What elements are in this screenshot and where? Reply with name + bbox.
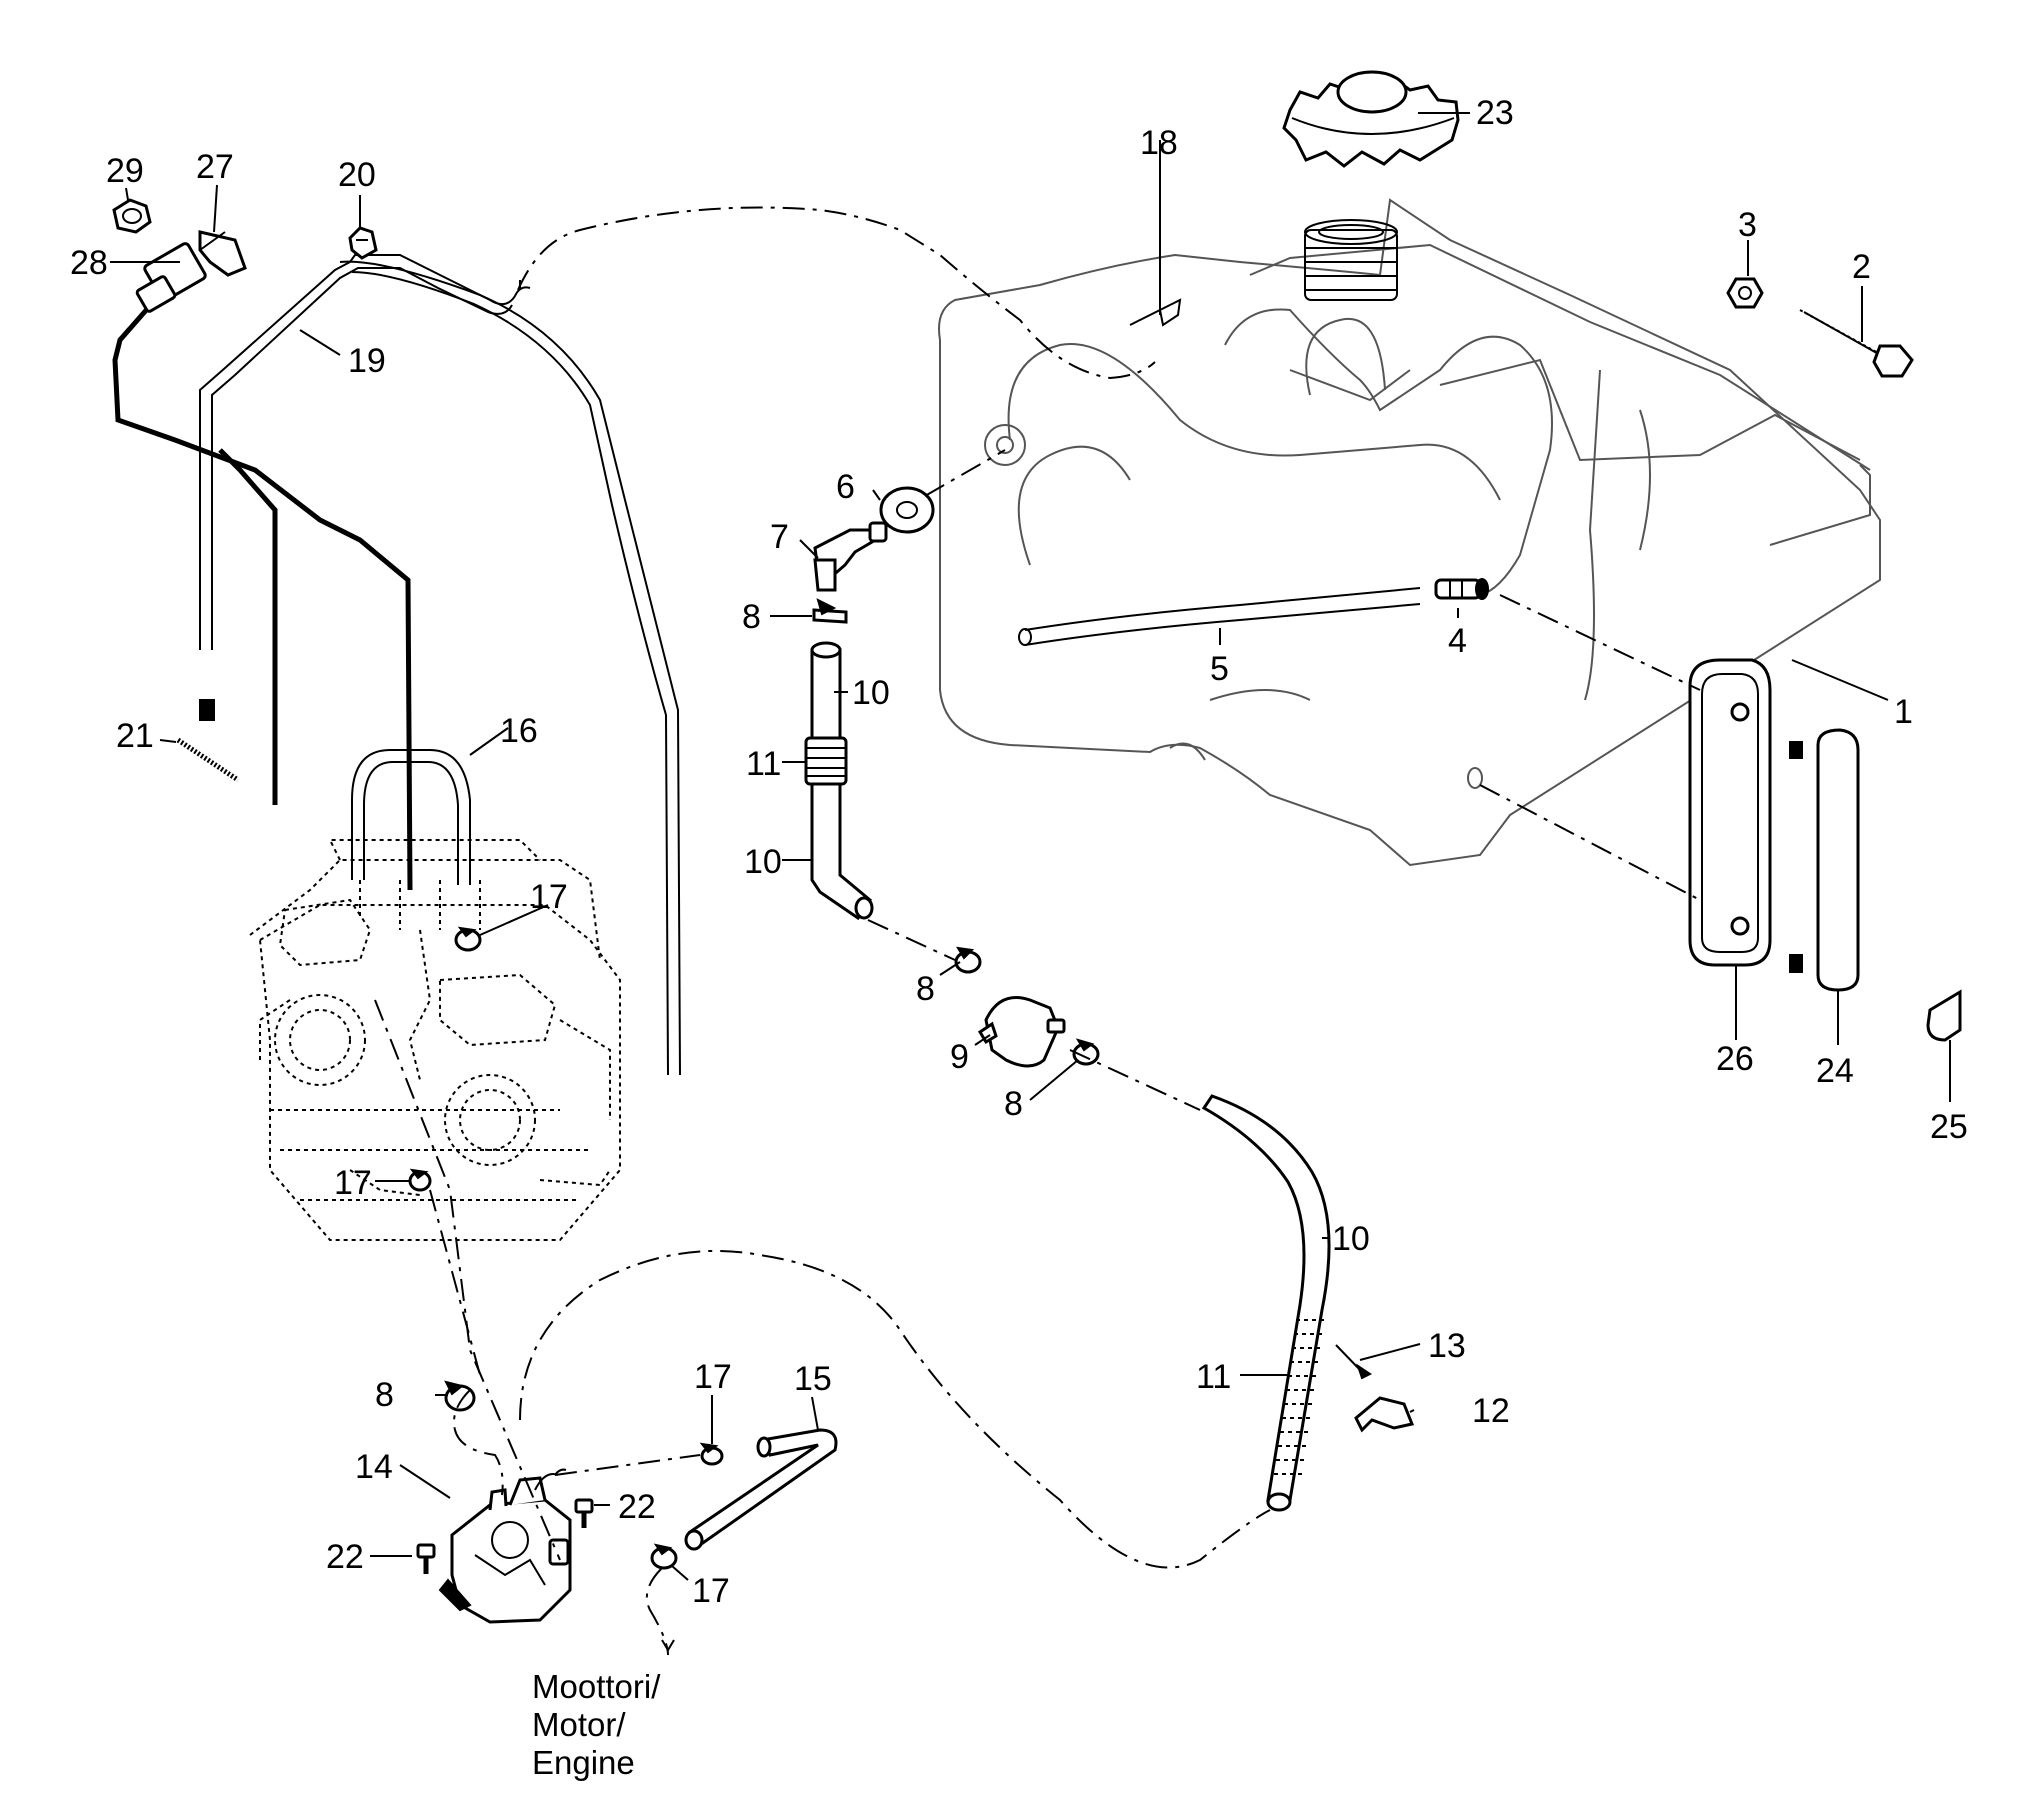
engine-label-line-3: Engine <box>532 1744 635 1781</box>
engine-destination-label: Moottori/ Motor/ Engine <box>532 1668 661 1781</box>
callout-24: 24 <box>1816 1052 1854 1090</box>
clamp-8-upper <box>812 598 848 624</box>
callout-28: 28 <box>70 244 108 282</box>
hose-10-upper <box>810 641 874 921</box>
callout-9: 9 <box>950 1038 969 1076</box>
rivet-13 <box>1335 1344 1372 1380</box>
callout-15: 15 <box>794 1360 832 1398</box>
spring-11-lower <box>1274 1319 1328 1475</box>
callout-11-upper: 11 <box>746 745 781 783</box>
clamp-17-engine-bottom <box>408 1168 432 1192</box>
wire-branch <box>218 448 278 805</box>
bolt-22-right <box>574 1498 594 1528</box>
callout-3: 3 <box>1738 206 1757 244</box>
elbow-fitting-7 <box>813 521 888 592</box>
clamp-8-right <box>1072 1038 1100 1066</box>
spring-21 <box>176 737 240 783</box>
leader-lines <box>110 112 1951 1581</box>
engine-outline <box>249 839 621 1241</box>
callout-14: 14 <box>355 1448 393 1486</box>
callout-22-right: 22 <box>618 1488 656 1526</box>
clamp-8-lower <box>444 1380 476 1412</box>
tank-cap <box>1282 70 1460 168</box>
callout-27: 27 <box>196 148 234 186</box>
bracket-12 <box>1354 1396 1415 1433</box>
spring-11-upper <box>804 736 848 786</box>
pump-nipple <box>554 1468 567 1476</box>
fuel-line-19 <box>199 254 681 1076</box>
callout-8-lower: 8 <box>375 1376 394 1414</box>
callout-22-left: 22 <box>326 1538 364 1576</box>
vent-fitting-18 <box>1129 298 1182 327</box>
callout-20: 20 <box>338 156 376 194</box>
callout-4: 4 <box>1448 622 1467 660</box>
bracket-26 <box>1688 658 1803 973</box>
callout-29: 29 <box>106 152 144 190</box>
fuel-tank <box>938 198 1881 867</box>
callout-17-pump-hose: 17 <box>694 1358 732 1396</box>
fuel-filter-9 <box>977 996 1066 1068</box>
hose-10-lower <box>1201 1094 1331 1512</box>
callout-17-outlet: 17 <box>692 1572 730 1610</box>
callout-8-middle: 8 <box>916 970 935 1008</box>
callout-8-right: 8 <box>1004 1085 1023 1123</box>
callout-17-carb: 17 <box>530 878 568 916</box>
fitting-4 <box>1434 578 1489 600</box>
callout-12: 12 <box>1472 1392 1510 1430</box>
pump-to-hose-line <box>554 1454 701 1476</box>
clamp-17-carb <box>454 926 482 952</box>
engine-label-line-2: Motor/ <box>532 1706 626 1743</box>
clamp-8-middle <box>954 946 982 974</box>
callout-13: 13 <box>1428 1327 1466 1365</box>
callout-25: 25 <box>1930 1108 1968 1146</box>
callout-23: 23 <box>1476 94 1514 132</box>
wire-harness <box>112 298 413 891</box>
callout-10-right: 10 <box>1332 1220 1370 1258</box>
callout-2: 2 <box>1852 248 1871 286</box>
engine-label-line-1: Moottori/ <box>532 1668 661 1705</box>
nut-3 <box>1726 277 1764 309</box>
callout-labels: 1 2 3 4 5 6 7 8 8 8 8 9 10 10 10 11 11 1… <box>70 94 1968 1610</box>
bolt-22-left <box>416 1543 436 1574</box>
callout-6: 6 <box>836 468 855 506</box>
callout-19: 19 <box>348 342 386 380</box>
clip-20 <box>348 226 378 260</box>
clamp-17-outlet <box>650 1543 678 1570</box>
callout-21: 21 <box>116 717 154 755</box>
callout-8-upper: 8 <box>742 598 761 636</box>
hose-5 <box>1018 587 1421 646</box>
wire-terminal <box>199 699 215 721</box>
pad-24 <box>1816 728 1860 992</box>
callout-11-lower: 11 <box>1196 1358 1231 1396</box>
nut-29 <box>112 198 152 234</box>
callout-16: 16 <box>500 712 538 750</box>
callout-1: 1 <box>1894 693 1913 731</box>
callout-7: 7 <box>770 518 789 556</box>
callout-5: 5 <box>1210 650 1229 688</box>
fuel-pump-14 <box>438 1473 572 1624</box>
callout-17-engine: 17 <box>334 1164 372 1202</box>
grommet-6 <box>879 486 935 534</box>
assembly-lines <box>374 206 1701 1656</box>
callout-10-upper: 10 <box>852 674 890 712</box>
filler-neck <box>1304 219 1398 301</box>
decal-25 <box>1926 989 1962 1042</box>
callout-26: 26 <box>1716 1040 1754 1078</box>
callout-18: 18 <box>1140 124 1178 162</box>
sensor-27 <box>135 230 247 313</box>
hose-15 <box>684 1428 838 1551</box>
callout-10-lower-left: 10 <box>744 843 782 881</box>
clamp-17-pump-hose <box>699 1442 724 1466</box>
bolt-2 <box>1799 309 1914 378</box>
